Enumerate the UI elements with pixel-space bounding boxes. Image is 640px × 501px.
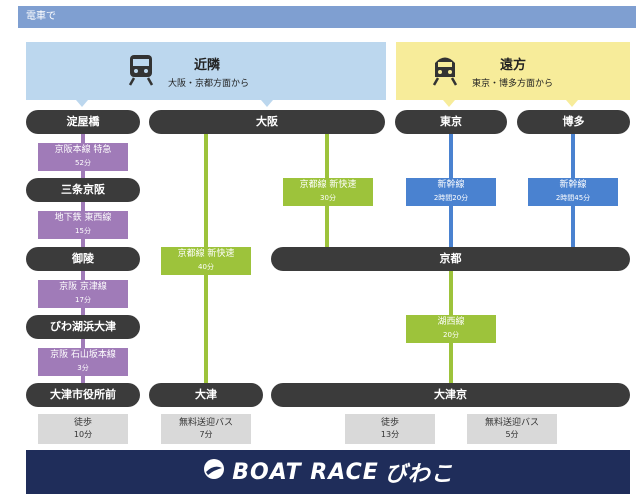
segment-keihan-main: 京阪本線 特急 52分 xyxy=(38,143,128,171)
access-bus-1-time: 7分 xyxy=(199,430,213,439)
segment-keishin-line: 京阪 京津線 xyxy=(59,282,107,292)
region-kinki-arrow-right xyxy=(261,100,273,107)
segment-tozai-line: 地下鉄 東西線 xyxy=(54,213,112,223)
access-bus-2: 無料送迎バス 5分 xyxy=(467,414,557,444)
segment-kyoto-line-otsu-line: 京都線 新快速 xyxy=(177,249,235,259)
segment-kosei-line: 湖西線 xyxy=(437,317,465,327)
station-kyoto[interactable]: 京都 xyxy=(271,247,630,271)
segment-kyoto-line-kyoto-time: 30分 xyxy=(320,194,336,202)
segment-ishiyama: 京阪 石山坂本線 3分 xyxy=(38,348,128,376)
access-walk-1-mode: 徒歩 xyxy=(73,418,92,428)
station-hakata[interactable]: 博多 xyxy=(517,110,630,134)
station-osaka[interactable]: 大阪 xyxy=(149,110,385,134)
segment-keishin: 京阪 京津線 17分 xyxy=(38,280,128,308)
boat-emblem-icon xyxy=(202,458,226,486)
segment-shinkansen-hakata: 新幹線 2時間45分 xyxy=(528,178,618,206)
segment-tozai-time: 15分 xyxy=(75,227,91,235)
access-walk-2: 徒歩 13分 xyxy=(345,414,435,444)
station-biwako-hamaotsu[interactable]: びわ湖浜大津 xyxy=(26,315,140,339)
access-walk-2-time: 13分 xyxy=(380,430,400,439)
footer-banner[interactable]: BOAT RACE びわこ xyxy=(26,450,630,494)
region-kinki-name: 近隣 xyxy=(194,58,221,73)
region-enpo: 遠方 東京・博多方面から xyxy=(396,42,630,100)
segment-kyoto-line-kyoto-line: 京都線 新快速 xyxy=(299,180,357,190)
segment-kosei: 湖西線 20分 xyxy=(406,315,496,343)
access-walk-1: 徒歩 10分 xyxy=(38,414,128,444)
access-walk-1-time: 10分 xyxy=(73,430,93,439)
segment-kyoto-line-kyoto: 京都線 新快速 30分 xyxy=(283,178,373,206)
access-bus-1-mode: 無料送迎バス xyxy=(178,418,233,428)
segment-kyoto-line-otsu: 京都線 新快速 40分 xyxy=(161,247,251,275)
region-enpo-arrow-left xyxy=(443,100,455,107)
station-misasagi[interactable]: 御陵 xyxy=(26,247,140,271)
shinkansen-icon xyxy=(432,54,458,90)
access-walk-2-mode: 徒歩 xyxy=(380,418,399,428)
train-icon xyxy=(128,54,154,90)
station-yodoyabashi[interactable]: 淀屋橋 xyxy=(26,110,140,134)
segment-shinkansen-tokyo-line: 新幹線 xyxy=(437,180,465,190)
segment-keihan-main-time: 52分 xyxy=(75,159,91,167)
logo-jp: びわこ xyxy=(384,462,454,487)
boatrace-logo: BOAT RACE びわこ xyxy=(202,456,454,488)
segment-kosei-time: 20分 xyxy=(443,331,459,339)
access-bus-1: 無料送迎バス 7分 xyxy=(161,414,251,444)
segment-tozai: 地下鉄 東西線 15分 xyxy=(38,211,128,239)
segment-ishiyama-line: 京阪 石山坂本線 xyxy=(50,350,116,360)
station-otsukyo[interactable]: 大津京 xyxy=(271,383,630,407)
segment-keihan-main-line: 京阪本線 特急 xyxy=(54,145,112,155)
segment-keishin-time: 17分 xyxy=(75,296,91,304)
region-kinki-sub: 大阪・京都方面から xyxy=(168,79,250,89)
region-kinki: 近隣 大阪・京都方面から xyxy=(26,42,386,100)
access-bus-2-mode: 無料送迎バス xyxy=(484,418,539,428)
access-bus-2-time: 5分 xyxy=(505,430,519,439)
region-enpo-sub: 東京・博多方面から xyxy=(472,79,554,89)
station-tokyo[interactable]: 東京 xyxy=(395,110,507,134)
station-otsu[interactable]: 大津 xyxy=(149,383,263,407)
segment-shinkansen-tokyo: 新幹線 2時間20分 xyxy=(406,178,496,206)
segment-kyoto-line-otsu-time: 40分 xyxy=(198,263,214,271)
region-enpo-name: 遠方 xyxy=(500,58,527,73)
segment-shinkansen-tokyo-time: 2時間20分 xyxy=(433,194,469,202)
section-header: 電車で xyxy=(18,6,636,28)
segment-shinkansen-hakata-time: 2時間45分 xyxy=(555,194,591,202)
region-kinki-arrow-left xyxy=(76,100,88,107)
segment-ishiyama-time: 3分 xyxy=(77,364,89,372)
station-otsu-shiyakusho[interactable]: 大津市役所前 xyxy=(26,383,140,407)
region-enpo-arrow-right xyxy=(566,100,578,107)
segment-shinkansen-hakata-line: 新幹線 xyxy=(559,180,587,190)
logo-text: BOAT RACE xyxy=(232,459,379,485)
station-sanjo[interactable]: 三条京阪 xyxy=(26,178,140,202)
